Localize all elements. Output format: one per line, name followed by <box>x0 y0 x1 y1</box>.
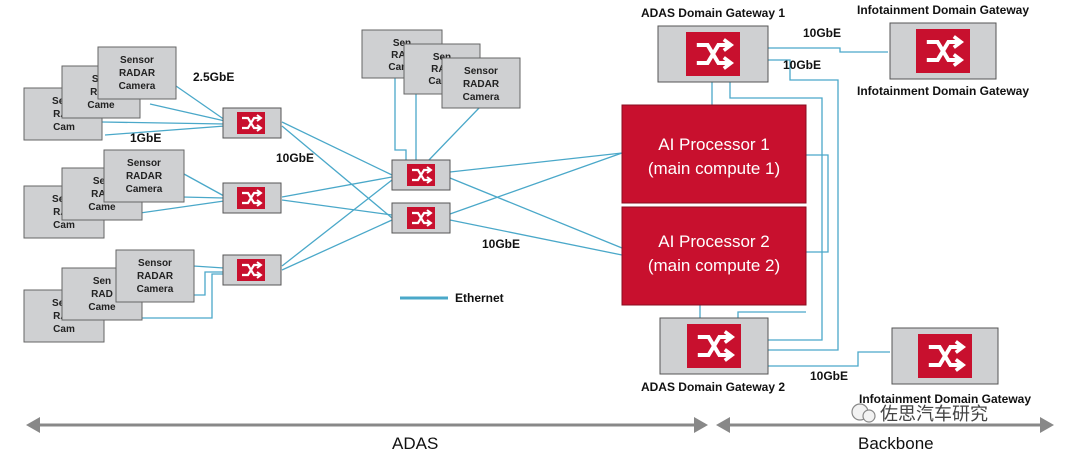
switch-3 <box>222 254 282 286</box>
svg-text:RADAR: RADAR <box>463 79 500 90</box>
infotainment-gateway-1-label: Infotainment Domain Gateway <box>857 84 1029 98</box>
adas-band <box>26 417 708 433</box>
switch-mid-2 <box>391 202 451 234</box>
legend-ethernet-label: Ethernet <box>455 291 504 305</box>
svg-text:RAD: RAD <box>91 289 113 300</box>
svg-text:AI Processor 1: AI Processor 1 <box>658 135 770 154</box>
backbone-band <box>716 417 1054 433</box>
svg-text:RADAR: RADAR <box>137 271 174 282</box>
svg-text:RAD: RAD <box>391 50 413 61</box>
svg-text:Sen: Sen <box>393 38 411 49</box>
svg-text:AI Processor 2: AI Processor 2 <box>658 232 770 251</box>
svg-text:(main compute 1): (main compute 1) <box>648 159 780 178</box>
svg-text:Sen: Sen <box>93 176 111 187</box>
svg-text:Sensor: Sensor <box>127 158 161 169</box>
svg-text:Camera: Camera <box>137 284 174 295</box>
adas-gateway-1-label: ADAS Domain Gateway 1 <box>641 6 785 20</box>
infotainment-gateway-2-label: Infotainment Domain Gateway <box>859 392 1031 406</box>
link-speed-label: 2.5GbE <box>193 70 234 84</box>
ai-processor-2: AI Processor 2 (main compute 2) <box>621 206 807 306</box>
adas-gateway-2-label: ADAS Domain Gateway 2 <box>641 380 785 394</box>
link-speed-label: 10GbE <box>803 26 841 40</box>
sensor-group-1: Sens RAD Cam Sen RAD Came Sensor RADAR C… <box>23 46 177 141</box>
svg-text:Cam: Cam <box>53 324 75 335</box>
sensor-group-2: Sens RAD Cam Sen RAD Came Sensor RADAR C… <box>23 149 185 239</box>
svg-text:Sensor: Sensor <box>464 66 498 77</box>
sensor-group-top: Sen RAD Came Sen RAD Came Sensor RADAR C… <box>361 29 521 109</box>
infotainment-gateway-1-top-label: Infotainment Domain Gateway <box>857 3 1029 17</box>
svg-text:Came: Came <box>88 202 116 213</box>
adas-gateway-2 <box>659 317 769 375</box>
backbone-band-label: Backbone <box>858 434 934 453</box>
watermark: 佐思汽车研究 <box>851 403 988 424</box>
svg-text:(main compute 2): (main compute 2) <box>648 256 780 275</box>
link-speed-label: 10GbE <box>783 58 821 72</box>
svg-text:Came: Came <box>87 100 115 111</box>
switch-1 <box>222 107 282 139</box>
svg-text:Camera: Camera <box>126 184 163 195</box>
svg-text:Camera: Camera <box>463 92 500 103</box>
svg-text:Came: Came <box>388 62 416 73</box>
switch-mid-1 <box>391 159 451 191</box>
switch-2 <box>222 182 282 214</box>
svg-text:Cam: Cam <box>53 220 75 231</box>
svg-text:佐思汽车研究: 佐思汽车研究 <box>880 404 988 424</box>
legend: Ethernet <box>400 291 504 305</box>
svg-text:Cam: Cam <box>53 122 75 133</box>
infotainment-gateway-2 <box>891 327 999 385</box>
svg-text:Came: Came <box>88 302 116 313</box>
svg-text:Sensor: Sensor <box>138 258 172 269</box>
sensor-label: Sensor <box>120 55 154 66</box>
svg-text:RAD: RAD <box>91 189 113 200</box>
link-speed-label: 10GbE <box>810 369 848 383</box>
svg-text:Sen: Sen <box>93 276 111 287</box>
ai-processor-1: AI Processor 1 (main compute 1) <box>621 104 807 204</box>
svg-text:RADAR: RADAR <box>126 171 163 182</box>
svg-text:Camera: Camera <box>119 81 156 92</box>
svg-text:RADAR: RADAR <box>119 68 156 79</box>
link-speed-label: 1GbE <box>130 131 161 145</box>
adas-band-label: ADAS <box>392 434 438 453</box>
sensor-group-3: Sens RAD Cam Sen RAD Came Sensor RADAR C… <box>23 249 195 343</box>
infotainment-gateway-1 <box>889 22 997 80</box>
link-speed-label: 10GbE <box>482 237 520 251</box>
adas-gateway-1 <box>657 25 769 83</box>
link-speed-label: 10GbE <box>276 151 314 165</box>
